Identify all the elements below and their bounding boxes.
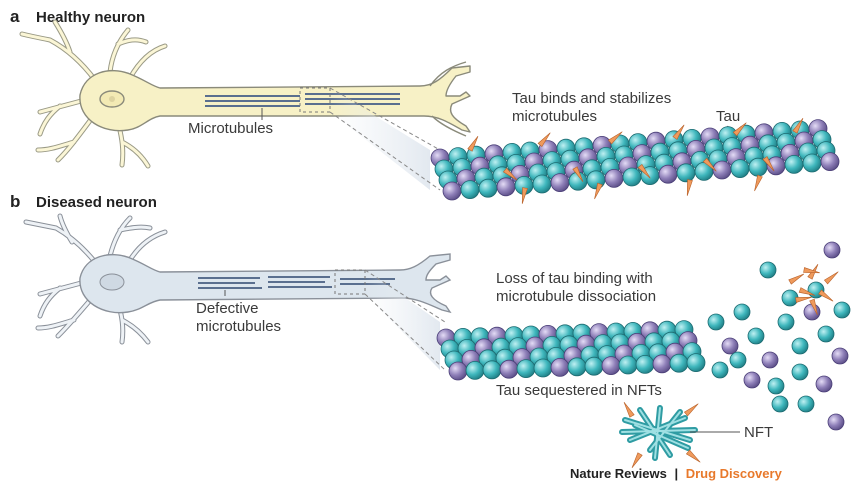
tubulin-dimer (762, 352, 778, 368)
tubulin-dimer (748, 328, 764, 344)
tubulin-dimer (722, 338, 738, 354)
tubulin-dimer (712, 362, 728, 378)
tau-label: Tau (716, 108, 740, 125)
tubulin-dimer (828, 414, 844, 430)
nft-label: NFT (744, 424, 773, 441)
tubulin-dimer (731, 160, 749, 178)
tubulin-dimer (483, 361, 501, 379)
loss-label-line2: microtubule dissociation (496, 288, 656, 305)
tau-binds-label-line2: microtubules (512, 108, 597, 125)
tubulin-dimer (500, 360, 518, 378)
tubulin-dimer (602, 357, 620, 375)
tubulin-dimer (734, 304, 750, 320)
defective-label-line1: Defective (196, 300, 259, 317)
loss-label-line1: Loss of tau binding with (496, 270, 653, 287)
tubulin-dimer (653, 355, 671, 373)
tau-protein (752, 175, 762, 192)
healthy-microtubule-zoom (431, 120, 839, 200)
tubulin-dimer (461, 181, 479, 199)
tubulin-dimer (585, 357, 603, 375)
tubulin-dimer (804, 304, 820, 320)
tubulin-dimer (778, 314, 794, 330)
tubulin-dimer (443, 182, 461, 200)
tau-protein (686, 450, 701, 464)
tubulin-dimer (623, 168, 641, 186)
diseased-nucleus (100, 274, 124, 290)
panel-b-letter: b (10, 192, 20, 211)
tubulin-dimer (479, 179, 497, 197)
panel-b-title: Diseased neuron (36, 194, 157, 211)
tau-protein (622, 401, 634, 417)
tubulin-dimer (785, 155, 803, 173)
credit-line: Nature Reviews | Drug Discovery (570, 466, 783, 481)
tubulin-dimer (834, 302, 850, 318)
sequestered-label: Tau sequestered in NFTs (496, 382, 662, 399)
tubulin-dimer (824, 242, 840, 258)
defective-label-line2: microtubules (196, 318, 281, 335)
tubulin-dimer (497, 178, 515, 196)
tubulin-dimer (687, 354, 705, 372)
diseased-microtubule-zoom (437, 321, 705, 380)
tubulin-dimer (708, 314, 724, 330)
tubulin-dimer (760, 262, 776, 278)
panel-a-title: Healthy neuron (36, 9, 145, 26)
tau-protein (684, 402, 699, 416)
credit-journal: Nature Reviews (570, 466, 667, 481)
tubulin-dimer (568, 358, 586, 376)
tubulin-dimer (730, 352, 746, 368)
tau-binds-label-line1: Tau binds and stabilizes (512, 90, 671, 107)
microtubules-label: Microtubules (188, 120, 273, 137)
tubulin-dimer (821, 153, 839, 171)
tubulin-dimer (659, 165, 677, 183)
nft-tangle (622, 401, 702, 469)
tubulin-dimer (619, 356, 637, 374)
tubulin-dimer (636, 355, 654, 373)
tubulin-dimer (768, 378, 784, 394)
credit-section: Drug Discovery (686, 466, 783, 481)
tubulin-dimer (677, 164, 695, 182)
tubulin-dimer (792, 364, 808, 380)
healthy-soma-axon (80, 66, 470, 132)
dissociated-tubulin (708, 242, 850, 430)
tubulin-dimer (551, 174, 569, 192)
tubulin-dimer (605, 169, 623, 187)
tubulin-dimer (816, 376, 832, 392)
credit-separator: | (674, 466, 678, 481)
tubulin-dimer (803, 154, 821, 172)
tubulin-dimer (449, 362, 467, 380)
tubulin-dimer (466, 361, 484, 379)
tubulin-dimer (534, 359, 552, 377)
tubulin-dimer (832, 348, 848, 364)
tubulin-dimer (818, 326, 834, 342)
panel-a-letter: a (10, 7, 20, 26)
tubulin-dimer (772, 396, 788, 412)
tubulin-dimer (551, 358, 569, 376)
tubulin-dimer (798, 396, 814, 412)
tubulin-dimer (533, 175, 551, 193)
tubulin-dimer (670, 354, 688, 372)
tubulin-dimer (792, 338, 808, 354)
tau-protein (789, 272, 805, 284)
tubulin-dimer (744, 372, 760, 388)
tau-protein (824, 270, 839, 284)
tubulin-dimer (587, 171, 605, 189)
tubulin-dimer (517, 360, 535, 378)
